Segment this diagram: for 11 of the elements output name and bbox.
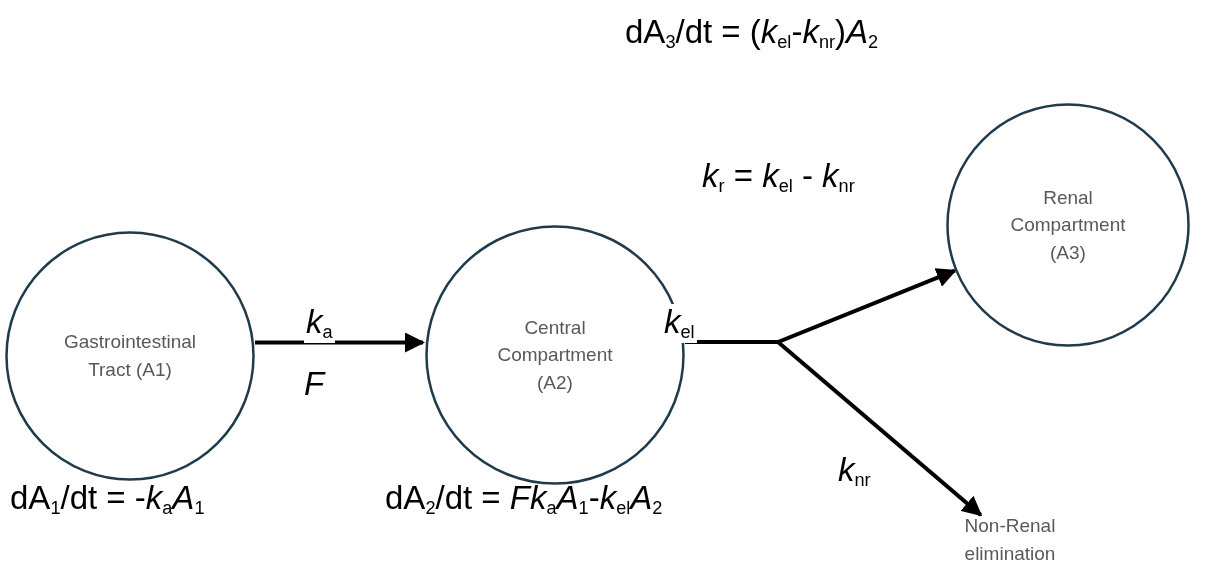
compartment-circle: [5, 231, 255, 481]
differential-equation: dA$_{2}$/dt = Fk$_{a}$A$_{1}$-k$_{el}$A$_{2}$: [385, 478, 663, 520]
differential-equation: dA$_{3}$/dt = (k$_{el}$-k$_{nr}$)A$_{2}$: [625, 12, 879, 54]
compartment-circle: [946, 103, 1190, 347]
compartment-label: Gastrointestinal Tract (A1): [63, 330, 197, 382]
output-label: Non-Renal elimination: [963, 514, 1057, 566]
compartment-label: Renal Compartment (A3): [1009, 185, 1127, 265]
compartment-label: Central Compartment (A2): [496, 315, 614, 395]
rate-constant-label: k$_{el}$: [662, 304, 697, 343]
arrow: [255, 332, 425, 353]
differential-equation: dA$_{1}$/dt = -k$_{a}$A$_{1}$: [10, 478, 205, 520]
